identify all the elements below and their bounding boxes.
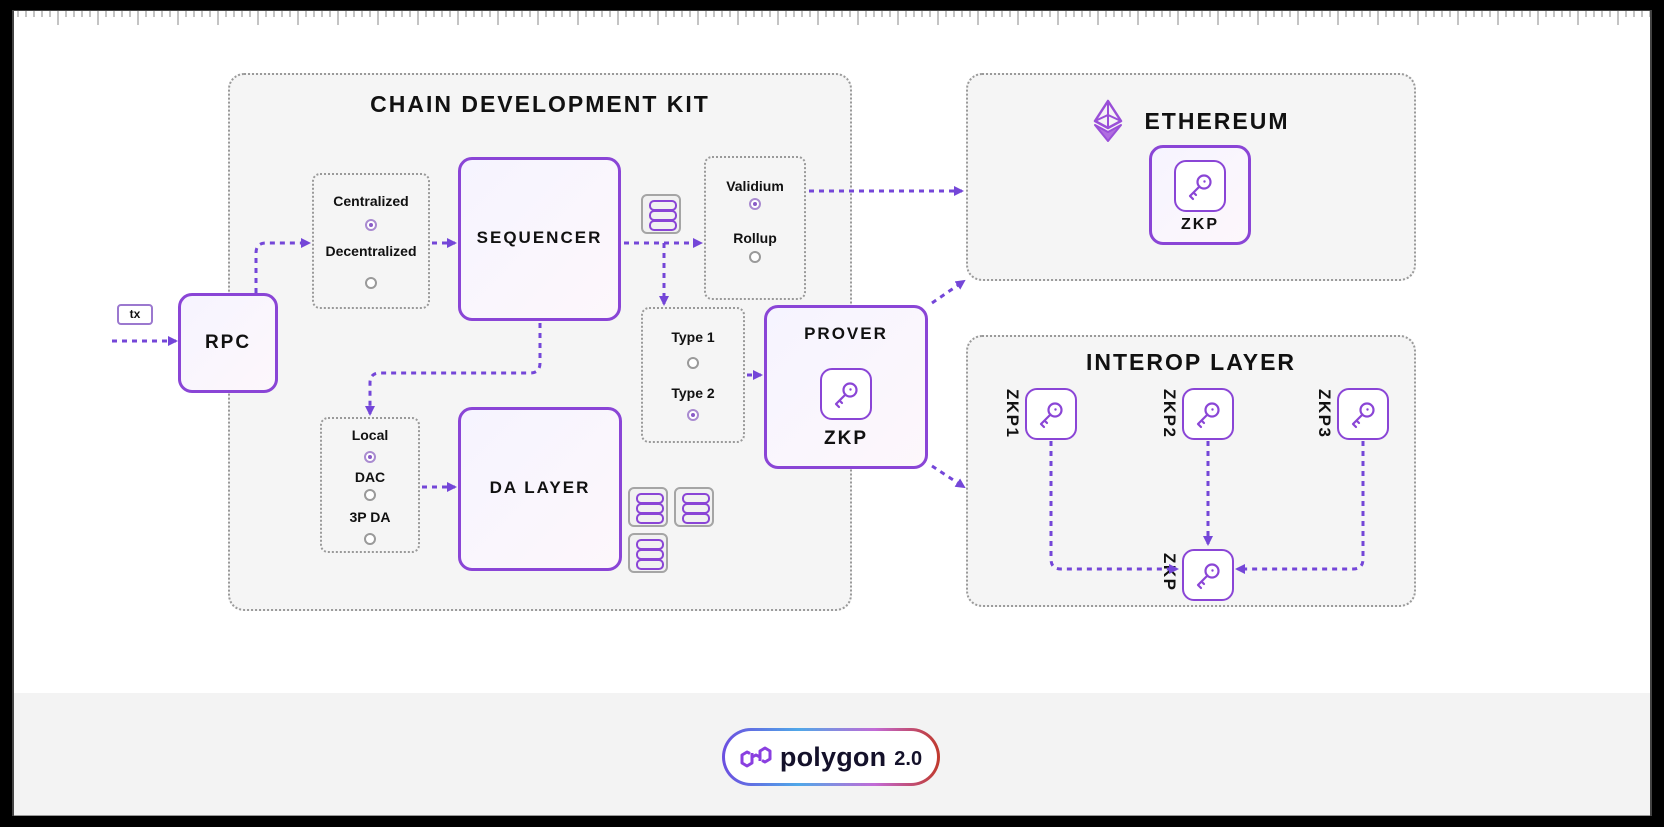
key-icon: [1348, 399, 1378, 429]
batch-icon: [641, 194, 681, 234]
option-validium: Validium: [726, 178, 784, 194]
radio-dac[interactable]: [364, 489, 376, 501]
interop-zkp3-label: ZKP3: [1315, 389, 1334, 439]
key-icon: [1193, 560, 1223, 590]
interop-zkp2-label: ZKP2: [1160, 389, 1179, 439]
cdk-title: CHAIN DEVELOPMENT KIT: [370, 91, 710, 117]
data-stack-icon: [674, 487, 714, 527]
interop-zkp2[interactable]: [1182, 388, 1234, 440]
option-local: Local: [351, 427, 389, 443]
ethereum-zkp-label: ZKP: [1181, 216, 1219, 233]
radio-validium[interactable]: [749, 198, 761, 210]
prover-node[interactable]: PROVER ZKP: [764, 305, 928, 469]
option-rollup: Rollup: [733, 230, 777, 246]
interop-zkp3[interactable]: [1337, 388, 1389, 440]
option-decentralized: Decentralized: [325, 243, 417, 259]
da-options: Local DAC 3P DA: [320, 417, 420, 553]
ethereum-header: ETHEREUM: [968, 99, 1414, 143]
polygon-badge: polygon 2.0: [722, 728, 940, 786]
radio-local[interactable]: [364, 451, 376, 463]
rpc-label: RPC: [204, 332, 252, 353]
da-layer-node[interactable]: DA LAYER: [458, 407, 622, 571]
mode-options: Validium Rollup: [704, 156, 806, 300]
radio-rollup[interactable]: [749, 251, 761, 263]
interop-zkp1[interactable]: [1025, 388, 1077, 440]
prover-to-ethereum: [931, 279, 966, 305]
tx-label: tx: [117, 304, 153, 325]
sequencer-label: SEQUENCER: [476, 228, 603, 247]
interop-zkp1-label: ZKP1: [1003, 389, 1022, 439]
ethereum-zkp-node[interactable]: ZKP: [1149, 145, 1251, 245]
prover-zkp-label: ZKP: [824, 428, 868, 449]
option-3pda: 3P DA: [349, 509, 391, 525]
sequencer-node[interactable]: SEQUENCER: [458, 157, 621, 321]
ethereum-title: ETHEREUM: [1144, 107, 1290, 134]
interop-aggregate-label: ZKP: [1160, 553, 1179, 592]
ethereum-key: [1174, 160, 1226, 212]
radio-decentralized[interactable]: [365, 277, 377, 289]
radio-3pda[interactable]: [364, 533, 376, 545]
option-type1: Type 1: [671, 329, 715, 345]
radio-type2[interactable]: [687, 409, 699, 421]
key-icon: [831, 379, 861, 409]
radio-centralized[interactable]: [365, 219, 377, 231]
prover-type-options: Type 1 Type 2: [641, 307, 745, 443]
prover-label: PROVER: [804, 324, 888, 343]
diagram-page: CHAIN DEVELOPMENT KIT ETHEREUM INTEROP L…: [12, 10, 1652, 816]
footer: polygon 2.0: [14, 693, 1650, 816]
polygon-logo-icon: [740, 744, 772, 770]
key-icon: [1036, 399, 1066, 429]
key-icon: [1193, 399, 1223, 429]
data-stack-icon: [628, 487, 668, 527]
sequencer-options: Centralized Decentralized: [312, 173, 430, 309]
prover-to-interop: [931, 464, 966, 489]
interop-aggregate-zkp[interactable]: [1182, 549, 1234, 601]
key-icon: [1185, 171, 1215, 201]
rpc-node[interactable]: RPC: [178, 293, 278, 393]
option-type2: Type 2: [671, 385, 715, 401]
prover-key: [820, 368, 872, 420]
ethereum-icon: [1092, 99, 1124, 143]
option-dac: DAC: [354, 469, 386, 485]
polygon-brand: polygon: [779, 741, 887, 772]
radio-type1[interactable]: [687, 357, 699, 369]
option-centralized: Centralized: [333, 193, 409, 209]
data-stack-icon: [628, 533, 668, 573]
ruler: [17, 11, 1650, 25]
interop-title: INTEROP LAYER: [1085, 349, 1297, 375]
polygon-version: 2.0: [894, 747, 923, 770]
da-layer-label: DA LAYER: [489, 478, 591, 497]
